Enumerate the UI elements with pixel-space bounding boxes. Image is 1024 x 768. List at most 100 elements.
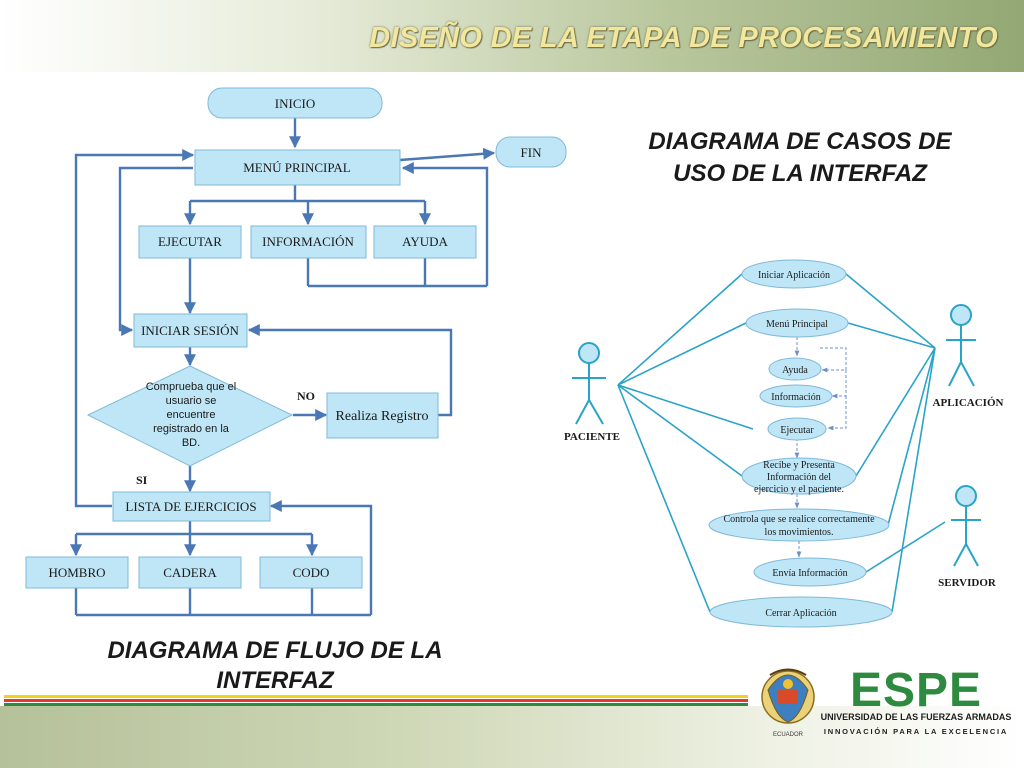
node-inicio-label: INICIO [275, 96, 315, 111]
flow-caption: DIAGRAMA DE FLUJO DE LA INTERFAZ [30, 636, 520, 696]
assoc-aplicacion-recibe [855, 347, 936, 477]
node-lista-label: LISTA DE EJERCICIOS [125, 499, 256, 514]
actor-paciente-head [578, 342, 600, 364]
assoc-servidor-envia [865, 521, 946, 573]
node-ejecutar: EJECUTAR [138, 225, 242, 259]
node-realiza-registro: Realiza Registro [326, 392, 439, 439]
decision-line-2: usuario se [166, 395, 217, 407]
uc-ejecutar-label: Ejecutar [780, 425, 814, 436]
usecase-caption-line-1: DIAGRAMA DE CASOS DE [648, 128, 952, 155]
uc-recibe-line-3: ejercicio y el paciente. [754, 484, 844, 495]
flowchart-edges [70, 118, 496, 617]
node-ayuda-label: AYUDA [402, 234, 448, 249]
uc-recibe-line-2: Información del [767, 472, 831, 483]
assoc-paciente-recibe [617, 384, 743, 477]
decision-line-3: encuentre [167, 409, 216, 421]
usecase-controla-movimientos: Controla que se realice correctamente lo… [708, 508, 890, 542]
decision-line-4: registrado en la [153, 423, 230, 435]
node-fin: FIN [495, 136, 567, 168]
node-codo: CODO [259, 556, 363, 589]
node-registro-label: Realiza Registro [336, 409, 429, 424]
edge-menu-fin [399, 147, 496, 162]
uc-ayuda-label: Ayuda [782, 365, 808, 376]
node-menu-label: MENÚ PRINCIPAL [243, 160, 351, 175]
flag-stripe-green [4, 703, 748, 706]
flow-caption-line-1: DIAGRAMA DE FLUJO DE LA [107, 637, 443, 664]
actor-aplicacion-label: APLICACIÓN [933, 397, 1004, 409]
node-menu-principal: MENÚ PRINCIPAL [194, 149, 401, 186]
flag-stripe-yellow [4, 695, 748, 698]
node-iniciar-sesion: INICIAR SESIÓN [133, 313, 248, 348]
node-ejecutar-label: EJECUTAR [158, 234, 222, 249]
uc-envia-label: Envía Información [772, 568, 847, 579]
decision-line-1: Comprueba que el [146, 381, 237, 393]
node-hombro-label: HOMBRO [48, 565, 105, 580]
actor-paciente-label: PACIENTE [564, 431, 620, 443]
uc-iniciar-label: Iniciar Aplicación [758, 270, 830, 281]
uc-controla-line-1: Controla que se realice correctamente [723, 514, 875, 525]
node-informacion-label: INFORMACIÓN [262, 234, 354, 249]
uc-cerrar-label: Cerrar Aplicación [765, 608, 836, 619]
node-fin-label: FIN [521, 145, 543, 160]
node-decision: Comprueba que el usuario se encuentre re… [86, 365, 294, 467]
usecase-cerrar-aplicacion: Cerrar Aplicación [709, 596, 893, 628]
header-band [0, 0, 1024, 72]
usecase-associations [617, 273, 946, 613]
edge-left-loop [118, 166, 193, 336]
usecase-informacion: Información [759, 384, 833, 408]
node-hombro: HOMBRO [25, 556, 129, 589]
flag-stripe-red [4, 699, 748, 702]
slide-title: DISEÑO DE LA ETAPA DE PROCESAMIENTO [369, 22, 998, 54]
decision-line-5: BD. [182, 437, 200, 449]
edge-exercise-lista [269, 500, 373, 615]
assoc-paciente-menu [617, 322, 747, 386]
node-lista-ejercicios: LISTA DE EJERCICIOS [112, 491, 271, 522]
usecase-ayuda: Ayuda [768, 357, 822, 381]
node-ayuda: AYUDA [373, 225, 477, 259]
uc-recibe-line-1: Recibe y Presenta [763, 460, 835, 471]
label-no: NO [297, 389, 315, 403]
assoc-aplicacion-cerrar [891, 347, 936, 613]
node-inicio: INICIO [207, 87, 383, 119]
actor-servidor-head [955, 485, 977, 507]
label-si: SI [136, 473, 148, 487]
usecase-caption: DIAGRAMA DE CASOS DE USO DE LA INTERFAZ [590, 126, 1010, 190]
espe-logo: ECUADOR ESPE UNIVERSIDAD DE LAS FUERZAS … [761, 664, 1012, 738]
actor-paciente: PACIENTE [564, 342, 620, 443]
usecase-menu-principal: Menú Principal [745, 308, 849, 338]
assoc-paciente-ejecutar [617, 384, 754, 430]
node-codo-label: CODO [293, 565, 330, 580]
edge-registro-sesion [247, 324, 453, 417]
coat-of-arms-emblem [761, 668, 815, 724]
edge-return-menu [401, 162, 489, 286]
uc-informacion-label: Información [771, 392, 820, 403]
actor-aplicacion: APLICACIÓN [933, 304, 1004, 409]
flow-caption-line-2: INTERFAZ [216, 667, 334, 694]
node-cadera-label: CADERA [163, 565, 217, 580]
espe-tagline: INNOVACIÓN PARA LA EXCELENCIA [824, 727, 1008, 736]
espe-university-name: UNIVERSIDAD DE LAS FUERZAS ARMADAS [821, 712, 1012, 722]
assoc-paciente-cerrar [617, 384, 711, 613]
usecase-iniciar-aplicacion: Iniciar Aplicación [741, 259, 847, 289]
actor-aplicacion-head [950, 304, 972, 326]
node-cadera: CADERA [138, 556, 242, 589]
assoc-paciente-iniciar [617, 273, 743, 386]
emblem-caption: ECUADOR [773, 732, 804, 738]
uc-menu-label: Menú Principal [766, 319, 828, 330]
usecase-envia-informacion: Envía Información [753, 557, 867, 587]
actor-servidor-label: SERVIDOR [938, 577, 997, 589]
node-informacion: INFORMACIÓN [250, 225, 367, 259]
edge-lista-menu [74, 149, 195, 508]
node-sesion-label: INICIAR SESIÓN [141, 323, 239, 338]
footer-band [0, 706, 1024, 768]
uc-controla-line-2: los movimientos. [765, 527, 834, 538]
usecase-dashed-links [794, 337, 847, 558]
assoc-aplicacion-menu [847, 322, 936, 349]
usecase-caption-line-2: USO DE LA INTERFAZ [673, 160, 927, 187]
usecase-recibe-presenta: Recibe y Presenta Información del ejerci… [741, 457, 857, 495]
assoc-aplicacion-iniciar [845, 273, 936, 349]
usecase-ejecutar: Ejecutar [767, 417, 827, 441]
actor-servidor: SERVIDOR [938, 485, 997, 589]
espe-wordmark: ESPE [850, 664, 982, 717]
